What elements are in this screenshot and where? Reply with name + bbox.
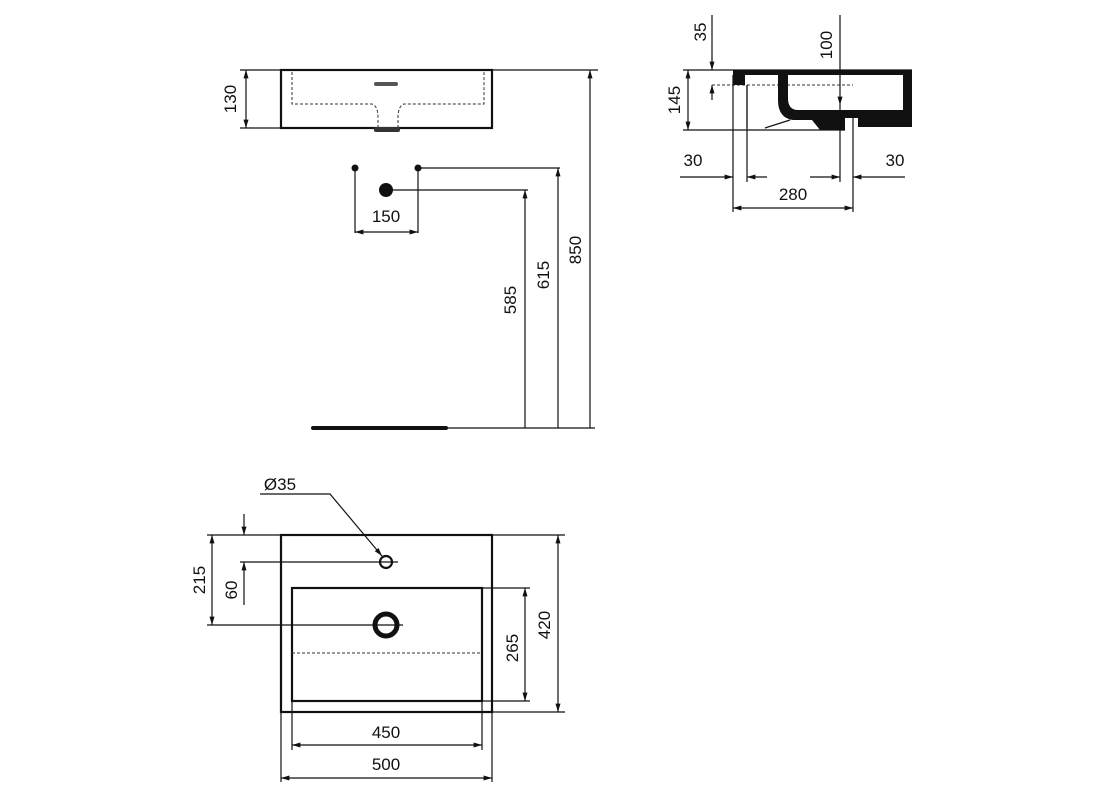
dim-420-label: 420: [535, 611, 554, 639]
basin-section-shape: [733, 70, 912, 130]
basin-front-outline: [279, 68, 494, 130]
dim-60-label: 60: [222, 581, 241, 600]
dim-500-label: 500: [372, 755, 400, 774]
dim-850-label: 850: [566, 236, 585, 264]
plan-view: Ø35 215 60 265 420 450 500: [190, 475, 565, 782]
dim-145-label: 145: [665, 86, 684, 114]
dim-30-left-label: 30: [684, 151, 703, 170]
dim-280-label: 280: [779, 185, 807, 204]
dim-100-label: 100: [817, 31, 836, 59]
overflow-slot: [374, 82, 398, 86]
front-elevation-view: 130 150 585 615 850: [221, 68, 598, 430]
dim-450-label: 450: [372, 723, 400, 742]
side-section-view: 145 35 100 30 30 280: [665, 15, 912, 212]
dim-585-label: 585: [501, 286, 520, 314]
basin-outer-outline: [279, 533, 494, 714]
dim-150-label: 150: [372, 207, 400, 226]
dim-615-label: 615: [534, 261, 553, 289]
dim-215-label: 215: [190, 566, 209, 594]
waste-outlet: [374, 127, 400, 132]
tap-hole-diameter-label: Ø35: [264, 475, 296, 494]
dim-265-label: 265: [503, 634, 522, 662]
dim-130-label: 130: [221, 85, 240, 113]
dim-35-label: 35: [691, 23, 710, 42]
dim-30-right-label: 30: [886, 151, 905, 170]
basin-bowl-outline: [290, 586, 484, 703]
